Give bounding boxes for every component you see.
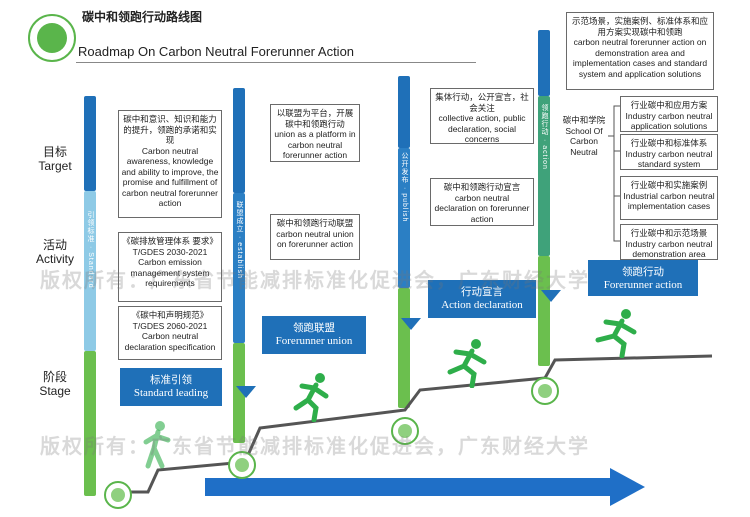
stage-union-cn: 领跑联盟 — [293, 323, 335, 334]
stage-declaration-en: Action declaration — [441, 299, 523, 311]
bar-4-label: 领跑行动 · action — [541, 104, 548, 170]
stage-box-standard: 标准引领 Standard leading — [120, 368, 222, 406]
footprint-marker-4 — [531, 377, 559, 405]
stage-tail-1 — [236, 386, 256, 398]
row-label-stage-cn: 阶段 — [42, 370, 67, 384]
row-label-activity-en: Activity — [35, 252, 74, 266]
progress-arrow — [205, 468, 645, 506]
row-label-activity-cn: 活动 — [42, 238, 67, 252]
row-label-activity: 活动 Activity — [30, 238, 80, 266]
stage-standard-cn: 标准引领 — [150, 375, 192, 386]
stage-union-en: Forerunner union — [275, 335, 353, 347]
row-label-stage: 阶段 Stage — [30, 370, 80, 398]
bar-4-mid: 领跑行动 · action — [538, 96, 550, 256]
logo — [28, 14, 76, 62]
bar-1-label: 引领标准 · Standard — [87, 211, 94, 289]
watermark-top: 版权所有：广东省节能减排标准化促进会，广东财经大学 — [40, 270, 590, 292]
bar-2-mid: 联盟成立 · establish — [233, 193, 245, 343]
stage-tail-2 — [401, 318, 421, 330]
footprint-marker-1 — [104, 481, 132, 509]
runner-icon-4 — [595, 309, 637, 358]
bar-1-top — [84, 96, 96, 191]
bar-1-bottom — [84, 351, 96, 496]
page-title-en: Roadmap On Carbon Neutral Forerunner Act… — [78, 44, 355, 59]
row-label-target-en: Target — [38, 159, 72, 173]
bar-3-mid: 公开发布 · publish — [398, 148, 410, 288]
stage-box-union: 领跑联盟 Forerunner union — [262, 316, 366, 354]
stage-action-cn: 领跑行动 — [622, 267, 664, 278]
bar-2-top — [233, 88, 245, 193]
bar-4-top — [538, 30, 550, 96]
footprint-icon — [37, 23, 67, 53]
page-title-cn: 碳中和领跑行动路线图 — [82, 10, 203, 24]
school-bracket — [608, 105, 620, 242]
stage-tail-3 — [541, 290, 561, 302]
stage-declaration-cn: 行动宣言 — [461, 287, 503, 298]
bar-2-label: 联盟成立 · establish — [236, 201, 243, 279]
footprint-marker-2 — [228, 451, 256, 479]
runner-icon-2 — [293, 373, 329, 422]
stage-box-declaration: 行动宣言 Action declaration — [428, 280, 536, 318]
runner-icon-3 — [447, 339, 487, 388]
footprint-marker-3 — [391, 417, 419, 445]
bar-4-bottom — [538, 256, 550, 366]
row-label-stage-en: Stage — [39, 384, 71, 398]
runner-icon-1 — [143, 421, 171, 469]
watermark-bottom: 版权所有：广东省节能减排标准化促进会，广东财经大学 — [40, 436, 590, 458]
row-label-target-cn: 目标 — [42, 145, 67, 159]
stage-standard-en: Standard leading — [133, 387, 209, 399]
bar-3-label: 公开发布 · publish — [401, 152, 408, 223]
stage-action-en: Forerunner action — [603, 279, 683, 291]
row-label-target: 目标 Target — [30, 145, 80, 173]
staircase-line — [110, 354, 713, 494]
bar-3-top — [398, 76, 410, 148]
stage-box-action: 领跑行动 Forerunner action — [588, 260, 698, 296]
bar-1-mid: 引领标准 · Standard — [84, 191, 96, 351]
title-divider — [76, 62, 476, 63]
